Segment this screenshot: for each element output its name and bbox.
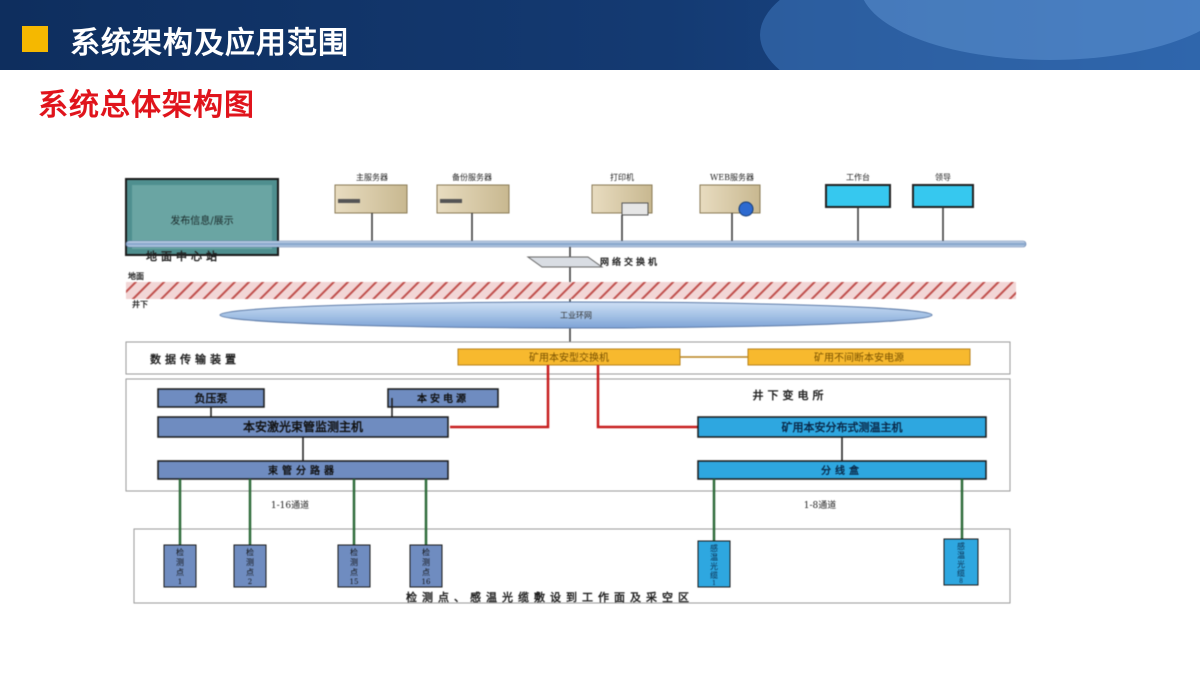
point-number: 16 <box>422 578 431 586</box>
point-text: 检 <box>176 547 184 557</box>
globe-icon <box>738 201 754 217</box>
cable-number: 1 <box>712 580 716 587</box>
point-text: 测 <box>350 558 358 567</box>
printer: 打印机 <box>591 172 653 243</box>
negative-pump-label: 负压泵 <box>195 391 228 405</box>
cable-number: 8 <box>959 578 963 585</box>
splitter-tubes <box>178 479 428 545</box>
sensing-cable-8: 感 温 光 缆 8 <box>943 538 979 586</box>
fiber-cables <box>712 479 964 541</box>
header-wave-decoration <box>760 0 1200 70</box>
detection-point-1: 检 测 点 1 <box>163 544 197 588</box>
title-bullet-square <box>22 26 48 52</box>
ring-network-label: 工业环网 <box>560 310 592 320</box>
ground-station-label: 地面中心站 <box>146 249 221 263</box>
transmission-device-label: 数据传输装置 <box>150 352 240 366</box>
point-text: 点 <box>422 568 430 577</box>
point-text: 测 <box>176 558 184 567</box>
server-main-label: 主服务器 <box>356 172 388 182</box>
bottom-caption: 检测点、感温光缆敷设到工作面及采空区 <box>406 590 694 604</box>
web-server-label: WEB服务器 <box>710 172 754 182</box>
junction-box <box>697 460 987 480</box>
cable-text: 缆 <box>957 568 965 578</box>
red-link-left <box>450 365 550 429</box>
laser-host-label: 本安激光束管监测主机 <box>243 419 363 434</box>
channels-right-label: 1-8通道 <box>804 499 837 511</box>
slide-subtitle: 系统总体架构图 <box>38 88 255 123</box>
intrinsic-power-box <box>387 388 499 408</box>
workstation-monitor: 工作台 <box>825 172 891 243</box>
leader-monitor: 领导 <box>912 172 974 243</box>
network-switch-device <box>526 256 604 268</box>
point-text: 检 <box>350 547 358 557</box>
point-number: 15 <box>350 578 359 586</box>
detection-point-15: 检 测 点 15 <box>337 544 371 588</box>
industrial-ring-network <box>219 301 933 329</box>
point-text: 点 <box>350 568 358 577</box>
network-switch-label: 网络交换机 <box>600 256 660 268</box>
point-number: 2 <box>248 578 252 586</box>
workstation-label: 工作台 <box>846 172 870 182</box>
ground-station-bus <box>125 240 1027 248</box>
detection-section <box>133 528 1011 604</box>
cable-text: 光 <box>957 559 965 569</box>
channels-left-label: 1-16通道 <box>271 499 309 511</box>
system-architecture-diagram: 发布信息/展示 主服务器 备份服务器 打印机 WEB服务器 工作台 领导 地面中 <box>125 172 1027 604</box>
point-text: 点 <box>176 568 184 577</box>
point-text: 测 <box>422 558 430 567</box>
sensing-cable-1: 感 温 光 缆 1 <box>697 540 731 588</box>
cable-text: 光 <box>710 561 718 571</box>
server-backup-label: 备份服务器 <box>452 172 492 182</box>
point-text: 测 <box>246 558 254 567</box>
red-link-right <box>596 365 700 429</box>
detection-point-2: 检 测 点 2 <box>233 544 267 588</box>
server-backup: 备份服务器 <box>436 172 510 243</box>
ground-layer-hatch <box>126 282 1016 299</box>
dts-host-label: 矿用本安分布式测温主机 <box>782 420 903 434</box>
server-main: 主服务器 <box>334 172 408 243</box>
intrinsic-power-label: 本安电源 <box>417 392 469 405</box>
point-text: 检 <box>422 547 430 557</box>
leader-label: 领导 <box>935 172 951 182</box>
mine-switch-label: 矿用本安型交换机 <box>529 351 609 364</box>
slide-title: 系统架构及应用范围 <box>70 26 349 61</box>
ground-label: 地面 <box>128 271 144 281</box>
slide-header: 系统架构及应用范围 <box>0 0 1200 70</box>
bundle-splitter-box <box>157 460 449 480</box>
cable-text: 感 <box>957 541 965 551</box>
substation-label: 井下变电所 <box>753 388 828 402</box>
display-screen-label: 发布信息/展示 <box>170 214 233 227</box>
cable-text: 感 <box>710 543 718 553</box>
cable-text: 温 <box>957 551 965 560</box>
underground-label: 井下 <box>132 299 148 309</box>
point-number: 1 <box>178 578 182 586</box>
web-server: WEB服务器 <box>699 172 761 243</box>
cable-text: 缆 <box>710 570 718 580</box>
junction-box-label: 分线盒 <box>821 464 863 477</box>
point-text: 点 <box>246 568 254 577</box>
cable-text: 温 <box>710 553 718 562</box>
detection-point-16: 检 测 点 16 <box>409 544 443 588</box>
printer-label: 打印机 <box>610 172 634 182</box>
point-text: 检 <box>246 547 254 557</box>
bundle-splitter-label: 束管分路器 <box>268 464 338 477</box>
ups-label: 矿用不间断本安电源 <box>814 351 904 364</box>
